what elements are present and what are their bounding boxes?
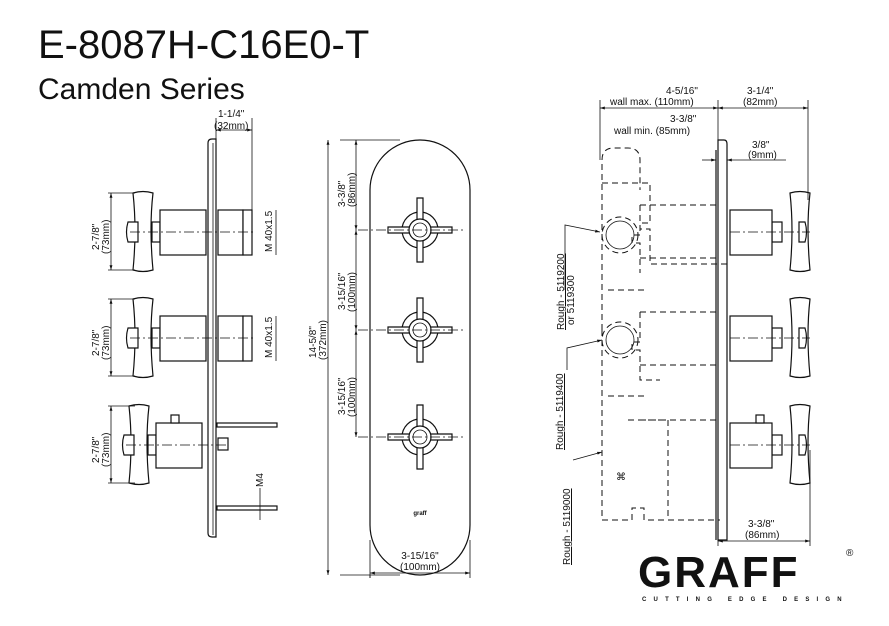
model-number: E-8087H-C16E0-T xyxy=(38,23,369,67)
overall-height-mm: (372mm) xyxy=(318,320,329,360)
install-view: ⌘ 4-5/16" wall max. (110mm) 3-1/4" (82mm… xyxy=(555,86,811,565)
width-dim-mm: (100mm) xyxy=(400,562,440,573)
trim-depth-dim: 3-1/4" xyxy=(747,86,774,97)
rough-label-3: Rough - 5119000 xyxy=(562,488,573,565)
graff-logo: GRAFF ® CUTTING EDGE DESIGN xyxy=(638,548,854,603)
plate-logo: graff xyxy=(413,511,427,517)
wall-min-dim: 3-3/8" xyxy=(670,114,697,125)
width-dim: 3-15/16" xyxy=(401,551,439,562)
thread-label-2: M 40x1.5 xyxy=(264,316,275,358)
wall-plate xyxy=(207,138,217,538)
install-wall-plate xyxy=(717,139,728,541)
rough-label-2: Rough - 5119400 xyxy=(555,373,566,450)
trim-plate xyxy=(369,139,471,576)
svg-text:(73mm): (73mm) xyxy=(101,220,112,254)
trim-depth-mm: (82mm) xyxy=(743,97,777,108)
side-view: 1-1/4" (32mm) 2-7/8" (73mm) 2-7/8" (73mm… xyxy=(91,109,278,538)
handle-width-dim-2: 2-7/8" (73mm) xyxy=(91,298,135,377)
spacing-bottom: 3-15/16" xyxy=(337,377,348,415)
front-view: graff 3-3/8" (86mm) 3-15/16" (100mm) 3-1… xyxy=(308,139,471,578)
svg-text:2-7/8": 2-7/8" xyxy=(91,223,102,250)
thread-label-1: M 40x1.5 xyxy=(264,210,275,252)
install-handle-1 xyxy=(729,190,811,273)
svg-text:2-7/8": 2-7/8" xyxy=(91,329,102,356)
side-handle-2 xyxy=(125,296,255,379)
handle-width-dim-3: 2-7/8" (73mm) xyxy=(91,405,135,484)
plate-thickness-mm: (9mm) xyxy=(748,150,777,161)
install-handle-3 xyxy=(729,403,811,486)
rough-valve: ⌘ xyxy=(601,147,730,521)
wall-max-label: wall max. (110mm) xyxy=(609,97,694,108)
spacing-top-mm: (86mm) xyxy=(347,173,358,207)
rough-label-1: Rough - 5119200 xyxy=(556,253,567,330)
install-handle-2 xyxy=(729,296,811,379)
projection-dim-mm: (32mm) xyxy=(214,121,248,132)
handle-depth-mm: (86mm) xyxy=(745,530,779,541)
side-handle-1 xyxy=(125,190,255,273)
wall-max-dim: 4-5/16" xyxy=(666,86,698,97)
svg-text:(73mm): (73mm) xyxy=(101,433,112,467)
side-handle-3 xyxy=(121,403,229,486)
spacing-mid: 3-15/16" xyxy=(337,272,348,310)
svg-text:2-7/8": 2-7/8" xyxy=(91,436,102,463)
projection-dim: 1-1/4" xyxy=(218,109,245,120)
handle-depth-dim: 3-3/8" xyxy=(748,519,775,530)
overall-height: 14-5/8" xyxy=(308,326,319,358)
registered-mark: ® xyxy=(846,548,854,559)
svg-text:(73mm): (73mm) xyxy=(101,326,112,360)
spacing-top: 3-3/8" xyxy=(337,180,348,207)
plate-thickness-dim: 3/8" xyxy=(752,140,770,151)
screw-label: M4 xyxy=(255,473,266,487)
brand-tagline: CUTTING EDGE DESIGN xyxy=(642,597,849,603)
rough-label-1b: or 5119300 xyxy=(566,275,577,325)
handle-width-dim-1: 2-7/8" (73mm) xyxy=(91,192,135,271)
series-name: Camden Series xyxy=(38,73,245,106)
wall-min-label: wall min. (85mm) xyxy=(613,126,690,137)
spacing-mid-mm: (100mm) xyxy=(347,272,358,312)
brand-name: GRAFF xyxy=(638,548,800,597)
valve-symbol: ⌘ xyxy=(616,472,626,483)
spacing-bottom-mm: (100mm) xyxy=(347,377,358,417)
